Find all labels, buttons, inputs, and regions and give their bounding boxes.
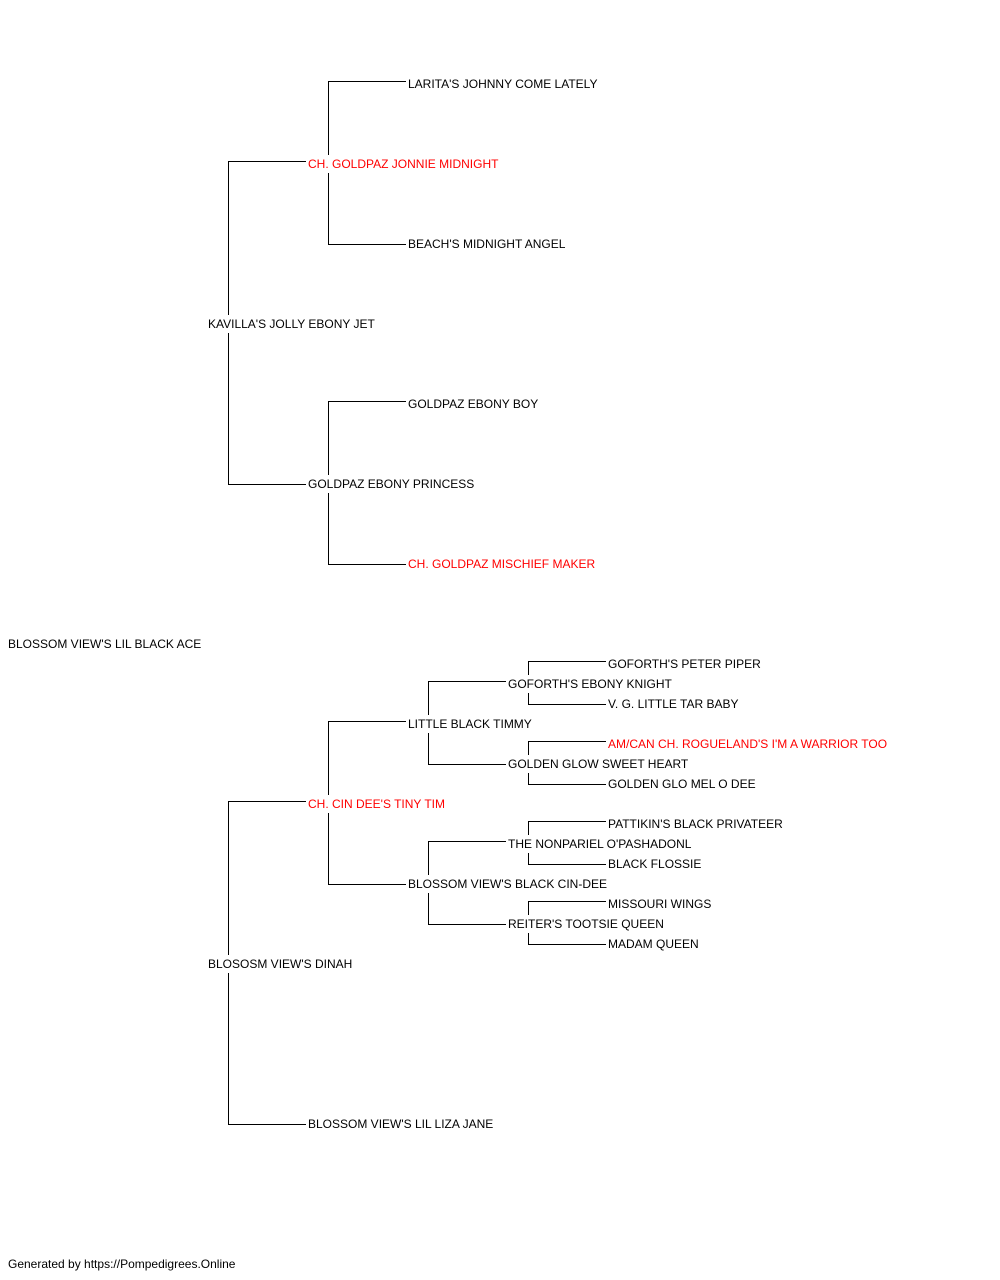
dsdd-sire-name: MISSOURI WINGS <box>608 897 713 911</box>
connector-sire <box>228 161 306 315</box>
connector-dsd-dam <box>428 893 506 925</box>
dsds-sire-name: PATTIKIN'S BLACK PRIVATEER <box>608 817 784 831</box>
sire-sire-sire-name: LARITA'S JOHNNY COME LATELY <box>408 77 599 91</box>
sire-sire-name: CH. GOLDPAZ JONNIE MIDNIGHT <box>308 157 500 171</box>
connector-dss-dam <box>428 733 506 765</box>
dsss-sire-name: GOFORTH'S PETER PIPER <box>608 657 762 671</box>
connector-dsds-dam <box>528 853 606 865</box>
generated-by-footer: Generated by https://Pompedigrees.Online <box>8 1257 236 1271</box>
dssd-dam-name: GOLDEN GLO MEL O DEE <box>608 777 757 791</box>
dsds-dam-name: BLACK FLOSSIE <box>608 857 703 871</box>
connector-dsd-sire <box>428 841 506 875</box>
connector-ss-dam <box>328 173 406 245</box>
sire-dam-name: GOLDPAZ EBONY PRINCESS <box>308 477 476 491</box>
connector-sd-sire <box>328 401 406 475</box>
connector-dsdd-sire <box>528 901 606 915</box>
dam-sire-sire-sire-name: GOFORTH'S EBONY KNIGHT <box>508 677 673 691</box>
connector-dsss-dam <box>528 693 606 705</box>
connector-ds-sire <box>328 721 406 795</box>
connector-dam-sire <box>228 801 306 955</box>
connector-dsds-sire <box>528 821 606 835</box>
connector-dss-sire <box>428 681 506 715</box>
connector-dsss-sire <box>528 661 606 675</box>
dsdd-dam-name: MADAM QUEEN <box>608 937 700 951</box>
connector-dssd-dam <box>528 773 606 785</box>
connector-dssd-sire <box>528 741 606 755</box>
subject-name: BLOSSOM VIEW'S LIL BLACK ACE <box>8 637 203 651</box>
dssd-sire-name: AM/CAN CH. ROGUELAND'S I'M A WARRIOR TOO <box>608 737 889 751</box>
sire-name: KAVILLA'S JOLLY EBONY JET <box>208 317 376 331</box>
connector-sire-dam-link <box>228 333 306 485</box>
dam-name: BLOSOSM VIEW'S DINAH <box>208 957 354 971</box>
dam-sire-dam-name: BLOSSOM VIEW'S BLACK CIN-DEE <box>408 877 609 891</box>
sire-dam-dam-name: CH. GOLDPAZ MISCHIEF MAKER <box>408 557 597 571</box>
dam-sire-sire-dam-name: GOLDEN GLOW SWEET HEART <box>508 757 690 771</box>
connector-dam-dam <box>228 973 306 1125</box>
dam-sire-dam-dam-name: REITER'S TOOTSIE QUEEN <box>508 917 665 931</box>
dam-sire-sire-name: LITTLE BLACK TIMMY <box>408 717 533 731</box>
connector-ss-sire <box>328 81 406 155</box>
dam-dam-name: BLOSSOM VIEW'S LIL LIZA JANE <box>308 1117 495 1131</box>
dam-sire-name: CH. CIN DEE'S TINY TIM <box>308 797 446 811</box>
connector-ds-dam <box>328 813 406 885</box>
connector-dsdd-dam <box>528 933 606 945</box>
dam-sire-dam-sire-name: THE NONPARIEL O'PASHADONL <box>508 837 693 851</box>
sire-sire-dam-name: BEACH'S MIDNIGHT ANGEL <box>408 237 567 251</box>
dsss-dam-name: V. G. LITTLE TAR BABY <box>608 697 740 711</box>
connector-sd-dam <box>328 493 406 565</box>
sire-dam-sire-name: GOLDPAZ EBONY BOY <box>408 397 540 411</box>
